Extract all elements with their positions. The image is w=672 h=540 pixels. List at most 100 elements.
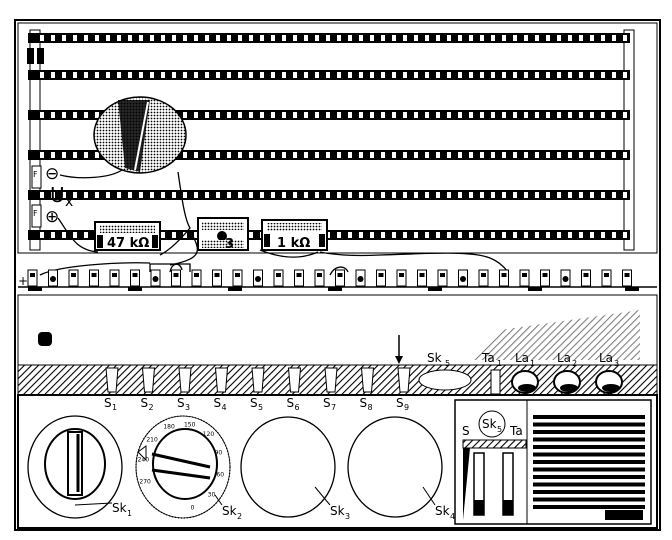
- terminal-clip[interactable]: [335, 269, 345, 287]
- slide-switch-7[interactable]: [324, 367, 338, 393]
- sk3-knob[interactable]: [240, 416, 336, 518]
- terminal-clip[interactable]: [273, 269, 284, 287]
- slide-switch-4[interactable]: [214, 367, 229, 393]
- lower-housing: [17, 294, 658, 529]
- switch-subscript: 5: [258, 403, 263, 412]
- contact-rail: [28, 33, 630, 43]
- dial-mark: 0: [191, 504, 195, 511]
- switch-label: S: [396, 396, 404, 410]
- terminal-clip[interactable]: [417, 269, 427, 287]
- lamp-subscript: 1: [530, 359, 535, 368]
- terminal-plus-label: +: [18, 274, 28, 288]
- dial-mark: 180: [163, 424, 175, 431]
- terminal-foot: [328, 287, 342, 291]
- lamp-base: [518, 384, 536, 392]
- speaker-grille-slot: [533, 490, 645, 494]
- switch-subscript: 9: [404, 403, 409, 412]
- inset-sk5-label: Sk: [482, 417, 497, 431]
- terminal-clip[interactable]: [437, 269, 448, 287]
- lamp-label: La: [557, 351, 571, 365]
- dial-mark: 210: [146, 436, 158, 443]
- knob-subscript: 4: [450, 512, 455, 521]
- ta1-subscript: 1: [497, 359, 502, 368]
- fuse-label: F: [33, 209, 38, 218]
- resistor-1k[interactable]: 1 kΩ: [261, 219, 328, 251]
- terminal-clip[interactable]: [581, 269, 591, 287]
- switch-subscript: 6: [295, 403, 300, 412]
- speaker-grille-slot: [533, 460, 645, 464]
- switch-label: S: [214, 396, 222, 410]
- right-side-rail: [623, 29, 635, 251]
- speaker-grille-slot: [533, 467, 645, 472]
- resistor-47k[interactable]: 47 kΩ: [94, 221, 161, 251]
- speaker-grille-slot: [533, 475, 645, 479]
- switch-subscript: 2: [149, 403, 154, 412]
- contact-rail: [28, 70, 630, 80]
- terminal-clip[interactable]: [130, 269, 140, 287]
- terminal-clip[interactable]: [150, 269, 161, 287]
- inset-panel: Sk 5 S Ta: [454, 399, 652, 525]
- terminal-foot: [128, 287, 142, 291]
- knob-label: Sk: [330, 504, 345, 518]
- slide-switch-5[interactable]: [251, 367, 265, 393]
- terminal-clip[interactable]: [376, 269, 386, 287]
- resistor-47k-label: 47 kΩ: [107, 236, 149, 251]
- fuse-holder: [31, 204, 42, 228]
- minus-terminal[interactable]: ⊖: [45, 164, 59, 184]
- knob-subscript: 1: [127, 509, 132, 518]
- lamp-label: La: [599, 351, 613, 365]
- module-3[interactable]: 3: [197, 217, 249, 252]
- terminal-clip[interactable]: [109, 269, 120, 287]
- terminal-clip[interactable]: [478, 269, 489, 287]
- sk4-knob[interactable]: [347, 416, 443, 518]
- contact-rail: [28, 190, 630, 200]
- ta1-button[interactable]: [490, 369, 501, 395]
- terminal-clip[interactable]: [458, 269, 468, 287]
- speaker-grille-slot: [533, 482, 645, 487]
- terminal-clip[interactable]: [68, 269, 79, 287]
- switch-label: S: [104, 396, 112, 410]
- lamp-base: [602, 384, 620, 392]
- inset-sk5-socket[interactable]: [478, 410, 506, 438]
- terminal-clip[interactable]: [622, 269, 632, 287]
- terminal-clip[interactable]: [212, 269, 222, 287]
- slide-switch-9[interactable]: [397, 367, 411, 393]
- terminal-clip[interactable]: [294, 269, 304, 287]
- terminal-clip[interactable]: [560, 269, 571, 287]
- terminal-clip[interactable]: [27, 269, 38, 287]
- terminal-clip[interactable]: [499, 269, 509, 287]
- dial-mark: 60: [216, 471, 224, 478]
- terminal-clip[interactable]: [171, 269, 181, 287]
- switch-subscript: 8: [368, 403, 373, 412]
- terminal-clip[interactable]: [232, 269, 243, 287]
- slide-switch-1[interactable]: [105, 367, 119, 393]
- knob-label: Sk: [435, 504, 450, 518]
- sk2-dial-knob[interactable]: [135, 415, 231, 519]
- slide-switch-2[interactable]: [141, 367, 156, 393]
- slide-switch-3[interactable]: [178, 367, 192, 393]
- terminal-clip[interactable]: [253, 269, 263, 287]
- sk5-socket[interactable]: [418, 369, 472, 391]
- speaker-grille-slot: [533, 415, 645, 419]
- plus-terminal[interactable]: ⊕: [45, 207, 59, 227]
- terminal-clip[interactable]: [191, 269, 202, 287]
- slide-switch-8[interactable]: [360, 367, 375, 393]
- slide-switch-6[interactable]: [287, 367, 302, 393]
- terminal-clip[interactable]: [48, 269, 58, 287]
- terminal-clip[interactable]: [355, 269, 366, 287]
- sk1-knob[interactable]: [27, 415, 123, 519]
- terminal-clip[interactable]: [89, 269, 99, 287]
- terminal-clip[interactable]: [396, 269, 407, 287]
- lamp-subscript: 3: [614, 359, 619, 368]
- dial-mark: 30: [208, 492, 216, 499]
- terminal-clip[interactable]: [540, 269, 550, 287]
- sk5-label: Sk: [427, 351, 442, 365]
- terminal-clip[interactable]: [519, 269, 530, 287]
- knob-subscript: 3: [345, 512, 350, 521]
- terminal-clip[interactable]: [601, 269, 612, 287]
- dial-mark: 240: [138, 457, 150, 464]
- speaker-grille-slot: [533, 452, 645, 457]
- speaker-grille-slot: [533, 437, 645, 442]
- terminal-clip[interactable]: [314, 269, 325, 287]
- dial-mark: 90: [215, 449, 223, 456]
